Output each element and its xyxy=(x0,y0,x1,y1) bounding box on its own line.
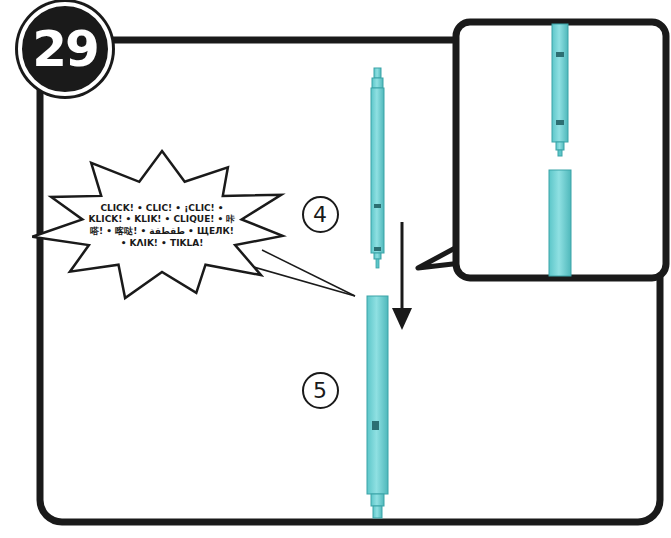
pen-part-lower xyxy=(367,296,388,518)
sound-leader xyxy=(250,250,355,296)
callout-number: 5 xyxy=(302,372,339,409)
zoom-inset xyxy=(456,22,666,278)
callout-number: 4 xyxy=(313,202,327,227)
insertion-arrow xyxy=(392,222,412,330)
callout-number: 5 xyxy=(313,378,327,403)
callout-number: 4 xyxy=(302,196,339,233)
sound-text: CLICK! • CLIC! • ¡CLIC! • KLICK! • KLIK!… xyxy=(87,203,237,250)
step-badge: 29 xyxy=(18,2,112,96)
step-number: 29 xyxy=(32,20,98,78)
inset-pen-parts xyxy=(549,24,571,276)
sound-burst: CLICK! • CLIC! • ¡CLIC! • KLICK! • KLIK!… xyxy=(28,148,296,304)
pen-part-upper xyxy=(371,68,384,268)
